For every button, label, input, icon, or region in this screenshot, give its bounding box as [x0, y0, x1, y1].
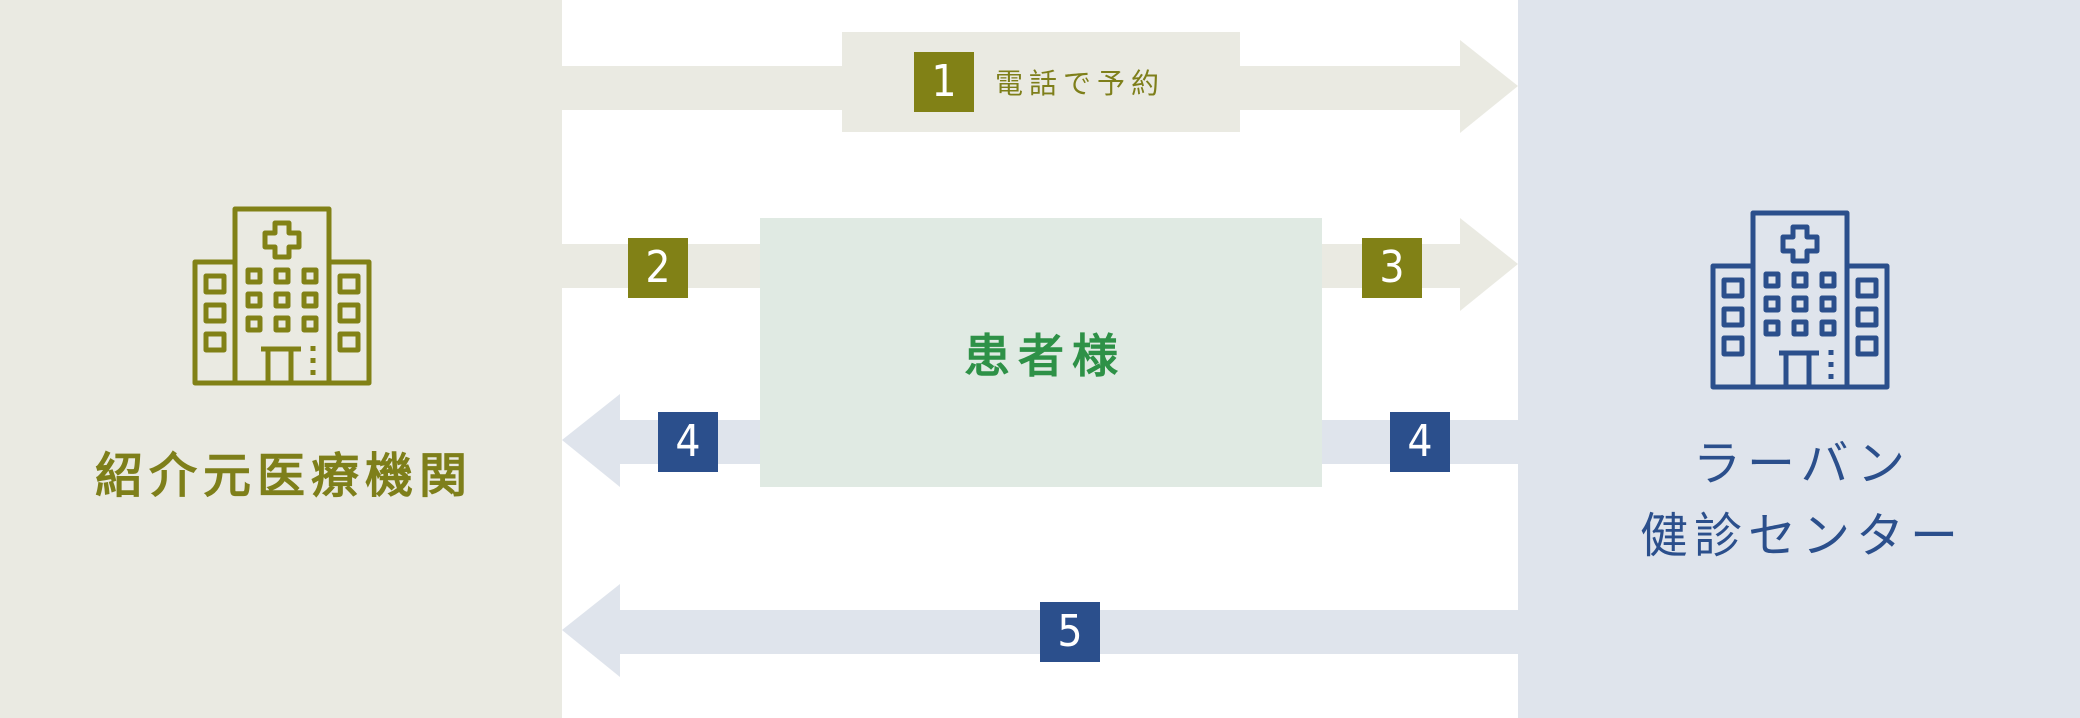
referring-institution-label: 紹介元医療機関 [94, 448, 473, 504]
raban-center-label-line1: ラーバン [1693, 436, 1911, 492]
raban-center-label-line2: 健診センター [1639, 508, 1964, 564]
arrow-left-icon [562, 584, 620, 677]
step5-badge: 5 [1040, 602, 1100, 662]
patient-label: 患者様 [964, 328, 1126, 383]
referring-institution-panel [0, 0, 562, 718]
hospital-building-icon [1710, 210, 1890, 390]
step1-badge: 1 [914, 52, 974, 112]
arrow-right-icon [1460, 218, 1518, 311]
step4-badge-right: 4 [1390, 412, 1450, 472]
patient-box: 患者様 [760, 218, 1322, 487]
step4-badge-left: 4 [658, 412, 718, 472]
step3-badge: 3 [1362, 238, 1422, 298]
arrow-right-icon [1460, 40, 1518, 133]
raban-center-panel [1518, 0, 2080, 718]
step1-label: 電話で予約 [995, 67, 1166, 100]
raban-center-label: ラーバン 健診センター [1518, 428, 2080, 572]
arrow-left-icon [562, 394, 620, 487]
hospital-building-icon [192, 206, 372, 386]
step1-label-box [842, 32, 1240, 132]
step2-badge: 2 [628, 238, 688, 298]
